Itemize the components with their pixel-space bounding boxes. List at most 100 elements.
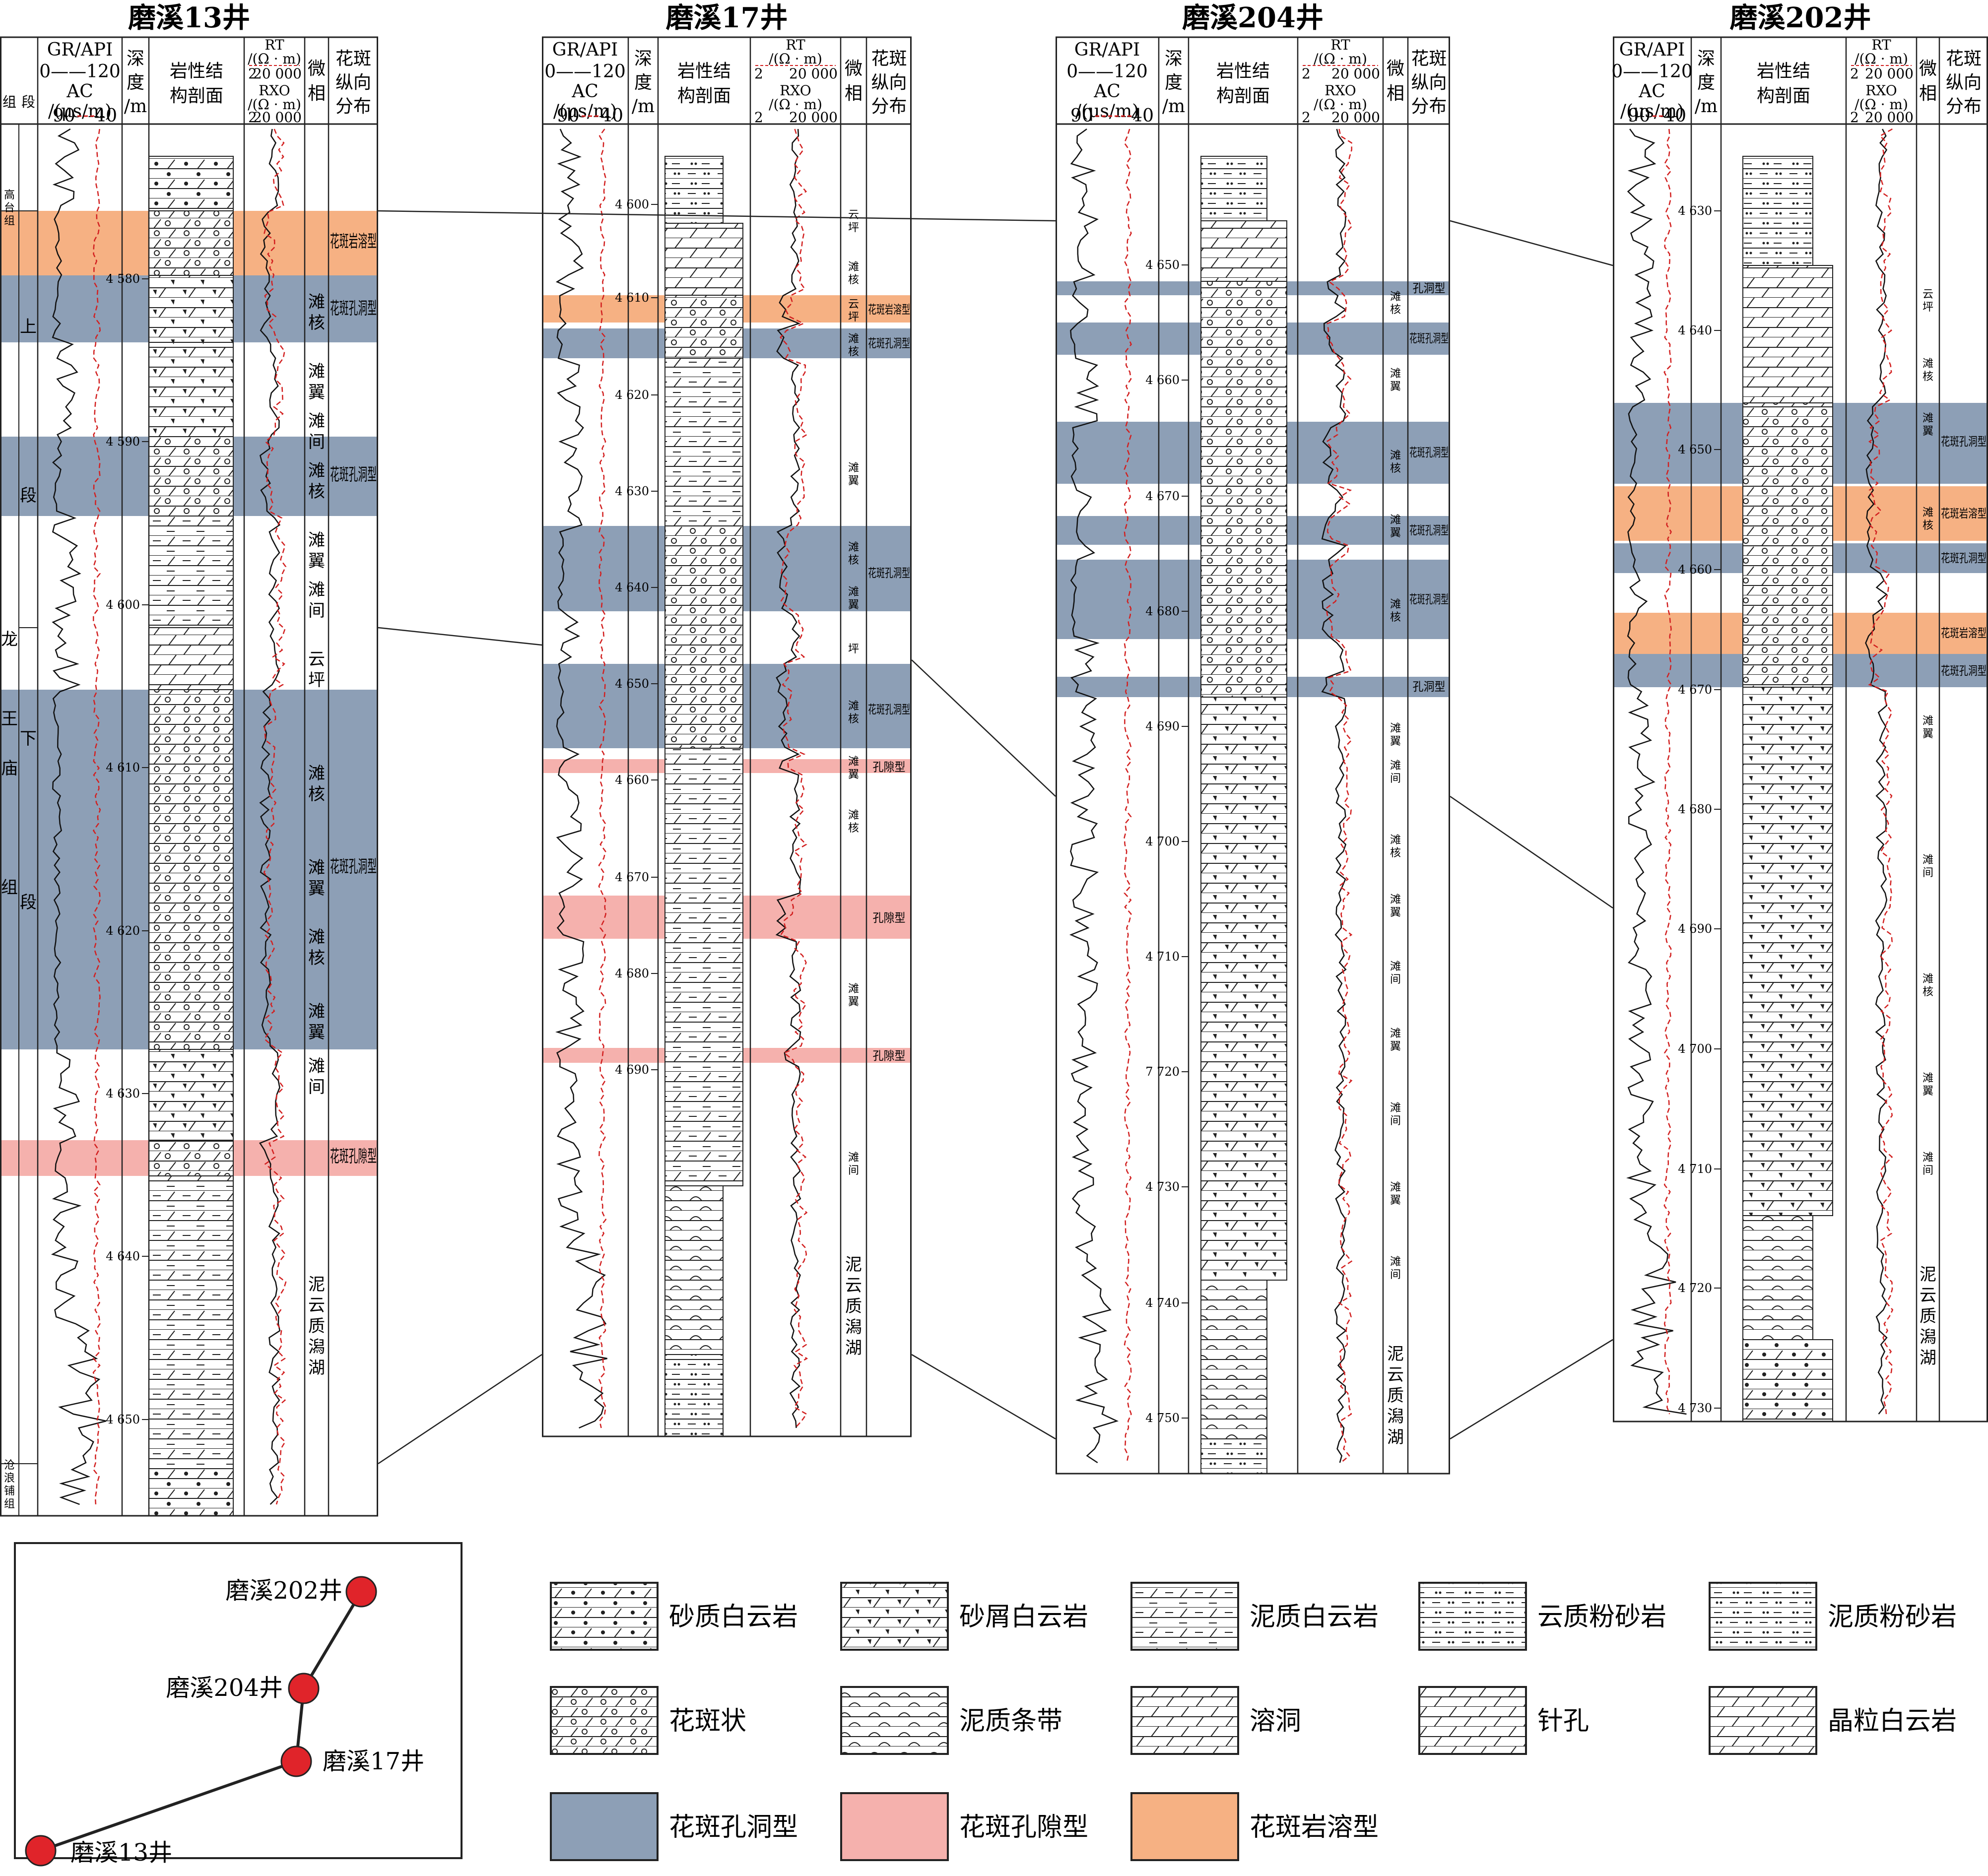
- correlation-line: [1450, 795, 1613, 909]
- gr-curve: [1069, 128, 1119, 1464]
- microfacies-label: 滩核: [1922, 507, 1933, 532]
- depth-tick-label: 4 650: [1145, 258, 1180, 272]
- legend-swatch: [1418, 1582, 1527, 1651]
- header-gr_range: 0——120: [39, 62, 121, 82]
- header-rxo_range_right: 20 000: [789, 109, 838, 126]
- strat-label-text: 上: [20, 317, 37, 337]
- ac-range-left: 90: [557, 106, 580, 126]
- microfacies-label: 泥云质潟湖: [1387, 1344, 1404, 1447]
- header-rt_unit: /(Ω · m): [769, 51, 822, 67]
- correlation-line: [1450, 220, 1613, 266]
- lithology-interval: [148, 1175, 234, 1469]
- microfacies-label-text: 滩核: [1922, 507, 1933, 532]
- reservoir-zone-label: 花斑岩溶型: [1941, 507, 1987, 520]
- reservoir-zone-label: 花斑岩溶型: [868, 303, 910, 317]
- header-rt_unit: /(Ω · m): [1314, 51, 1367, 67]
- legend-label: 花斑状: [669, 1706, 746, 1736]
- microfacies-label-text: 滩翼: [1390, 514, 1401, 539]
- microfacies-label-text: 滩翼: [1922, 715, 1933, 740]
- header-rt: RT: [265, 37, 284, 53]
- legend-reservoir-label: 花斑岩溶型: [1250, 1812, 1379, 1842]
- strat-label-text: 高台组: [4, 189, 15, 227]
- header-depth: /m: [1695, 96, 1718, 117]
- microfacies-label-text: 滩翼: [848, 462, 859, 487]
- map-frame: [14, 1542, 463, 1859]
- header-depth: /m: [632, 96, 655, 117]
- map-well-label: 磨溪202井: [225, 1577, 342, 1605]
- lithology-interval: [148, 156, 234, 211]
- legend-swatch: [1709, 1582, 1817, 1651]
- header-rt: RT: [1330, 37, 1350, 53]
- lithology-interval: [664, 748, 743, 1186]
- reservoir-zone-label: 孔隙型: [873, 760, 906, 774]
- microfacies-label-text: 滩间: [308, 411, 325, 452]
- ac-range-right: 40: [94, 106, 117, 126]
- header-depth: 度: [634, 72, 652, 93]
- depth-tick-label: 4 670: [615, 870, 649, 884]
- header-rt_range_left: 2: [248, 65, 257, 82]
- header-ac_unit: /(μs/m): [1620, 101, 1684, 122]
- lithology-interval: [664, 525, 743, 749]
- depth-tick-label: 4 710: [1678, 1162, 1712, 1176]
- microfacies-label: 滩翼: [308, 858, 325, 899]
- lithology-interval: [664, 156, 724, 224]
- correlation-line: [911, 1354, 1056, 1440]
- lithology-interval: [1742, 687, 1833, 1216]
- header-rxo_range_left: 2: [1850, 109, 1859, 126]
- well-marker: [280, 1746, 312, 1777]
- well-title: 磨溪202井: [1730, 1, 1871, 34]
- lithology-interval: [664, 223, 743, 296]
- header-rt_range_left: 2: [1850, 65, 1859, 82]
- zone-label-text: 孔隙型: [873, 760, 906, 774]
- microfacies-label-text: 滩间: [848, 1152, 859, 1177]
- rxo-curve: [1868, 128, 1894, 1415]
- depth-tick-label: 4 730: [1145, 1180, 1180, 1194]
- lithology-interval: [1742, 1339, 1833, 1422]
- header-microfacies: 微: [308, 59, 326, 79]
- microfacies-label: 泥云质潟湖: [308, 1275, 325, 1378]
- reservoir-zone-label: 花斑孔洞型: [1941, 664, 1987, 678]
- microfacies-label-text: 泥云质潟湖: [845, 1255, 862, 1358]
- header-microfacies: 相: [845, 83, 862, 104]
- depth-tick-label: 4 660: [1145, 373, 1180, 387]
- header-ac: AC: [571, 81, 598, 102]
- zone-label-text: 花斑孔洞型: [868, 566, 910, 580]
- microfacies-label: 泥云质潟湖: [845, 1255, 862, 1358]
- header-gr_api: GR/API: [1619, 40, 1685, 60]
- lithology-interval: [148, 275, 234, 343]
- legend-reservoir-label: 花斑孔隙型: [959, 1812, 1088, 1842]
- header-lithology: 构剖面: [677, 86, 731, 106]
- depth-tick-label: 4 730: [1678, 1401, 1712, 1415]
- zone-label-text: 孔洞型: [1413, 281, 1446, 295]
- rxo-curve: [263, 129, 287, 1505]
- header-ac_unit: /(μs/m): [48, 101, 112, 122]
- depth-tick-label: 4 650: [615, 677, 649, 691]
- lithology-interval: [148, 627, 234, 690]
- depth-tick-label: 4 680: [615, 967, 649, 980]
- microfacies-label-text: 滩核: [1390, 450, 1401, 475]
- zone-label-text: 花斑岩溶型: [330, 232, 377, 252]
- legend-swatch: [1130, 1582, 1239, 1651]
- strat-label-text: 庙: [1, 759, 18, 778]
- header-microfacies: 微: [1387, 59, 1404, 79]
- header-rxo: RXO: [1325, 82, 1356, 99]
- ac-range-left: 90: [1628, 106, 1651, 126]
- microfacies-label-text: 滩翼: [848, 756, 859, 781]
- microfacies-label-text: 滩翼: [308, 530, 325, 571]
- zone-label-text: 花斑孔洞型: [1409, 523, 1449, 537]
- well-title: 磨溪13井: [128, 1, 250, 34]
- microfacies-label: 滩核: [848, 261, 859, 286]
- microfacies-label: 滩核: [308, 292, 325, 333]
- correlation-line: [1450, 1339, 1613, 1440]
- depth-tick-label: 4 630: [1678, 204, 1712, 218]
- lithology-interval: [1742, 265, 1833, 403]
- header-formation: 组: [2, 94, 16, 110]
- header-distribution: 纵向: [871, 72, 907, 93]
- header-rt_range_left: 2: [1302, 65, 1311, 82]
- depth-tick-label: 4 580: [106, 272, 140, 286]
- microfacies-label: 滩间: [308, 580, 325, 621]
- header-lithology: 构剖面: [170, 86, 223, 106]
